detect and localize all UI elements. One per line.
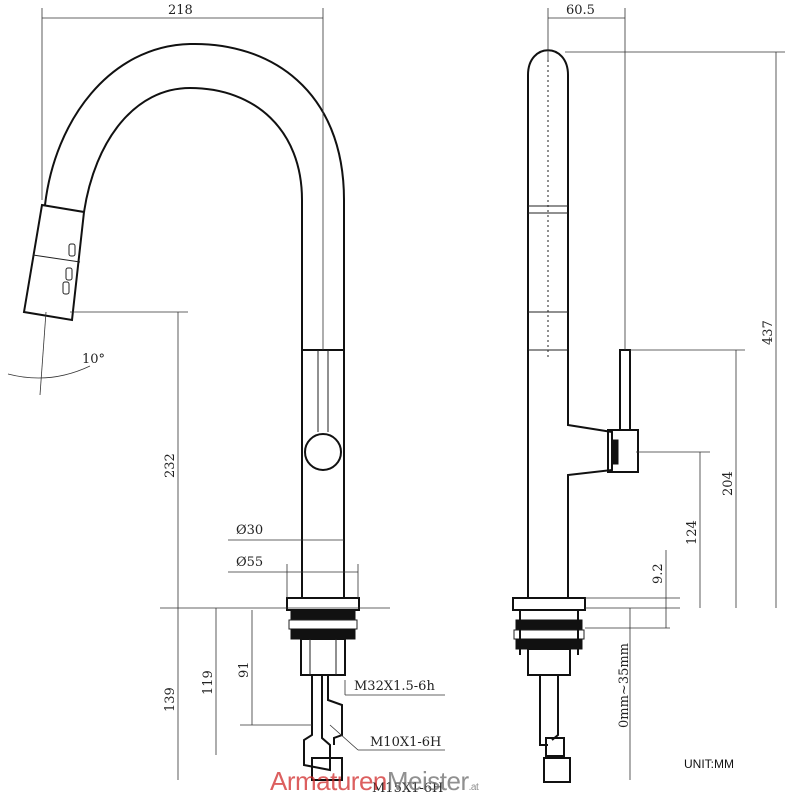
angle-label: 10° xyxy=(82,352,105,367)
dim-91-label: 91 xyxy=(237,661,252,678)
reach-label: 218 xyxy=(168,3,193,18)
spray-head xyxy=(22,203,86,322)
side-lever xyxy=(619,349,631,431)
thread-main-label: M32X1.5-6h xyxy=(354,679,435,694)
front-view: 10° xyxy=(7,42,360,781)
watermark-logo: ArmaturenMeister.at xyxy=(270,766,479,797)
diameter-body-label: Ø30 xyxy=(236,523,263,538)
depth-label: 60.5 xyxy=(566,3,595,18)
thread-outlet-label: M15X1-6H xyxy=(372,781,443,796)
side-dimensions: 60.5 437 204 124 9.2 0mm~35mm xyxy=(547,3,785,780)
under-height-label: 139 xyxy=(163,687,178,712)
lever-knob xyxy=(304,433,342,471)
lever-height-label: 204 xyxy=(721,471,736,496)
spout-arc-outer xyxy=(44,42,345,350)
side-body xyxy=(527,350,613,598)
body-height-label: 124 xyxy=(685,520,700,545)
spout-arc-inner xyxy=(83,86,303,350)
watermark-tld: .at xyxy=(468,782,479,793)
thread-hose-label: M10X1-6H xyxy=(370,735,441,750)
dim-119-label: 119 xyxy=(201,670,216,695)
base-height-label: 9.2 xyxy=(651,563,666,584)
base-washer xyxy=(290,609,356,621)
unit-label: UNIT:MM xyxy=(684,757,734,771)
watermark-part2: Meister xyxy=(386,766,469,796)
side-view xyxy=(512,49,639,783)
body xyxy=(301,349,345,599)
total-height-label: 437 xyxy=(761,320,776,345)
spout-height-label: 232 xyxy=(163,453,178,478)
diameter-base-label: Ø55 xyxy=(236,555,263,570)
front-dimensions: 218 232 Ø30 Ø55 139 119 91 M32X1.5-6h M1… xyxy=(41,3,445,796)
counter-thickness-label: 0mm~35mm xyxy=(617,643,632,728)
mounting-shank xyxy=(300,638,346,676)
watermark-part1: Armaturen xyxy=(270,766,387,796)
hoses xyxy=(303,675,331,772)
